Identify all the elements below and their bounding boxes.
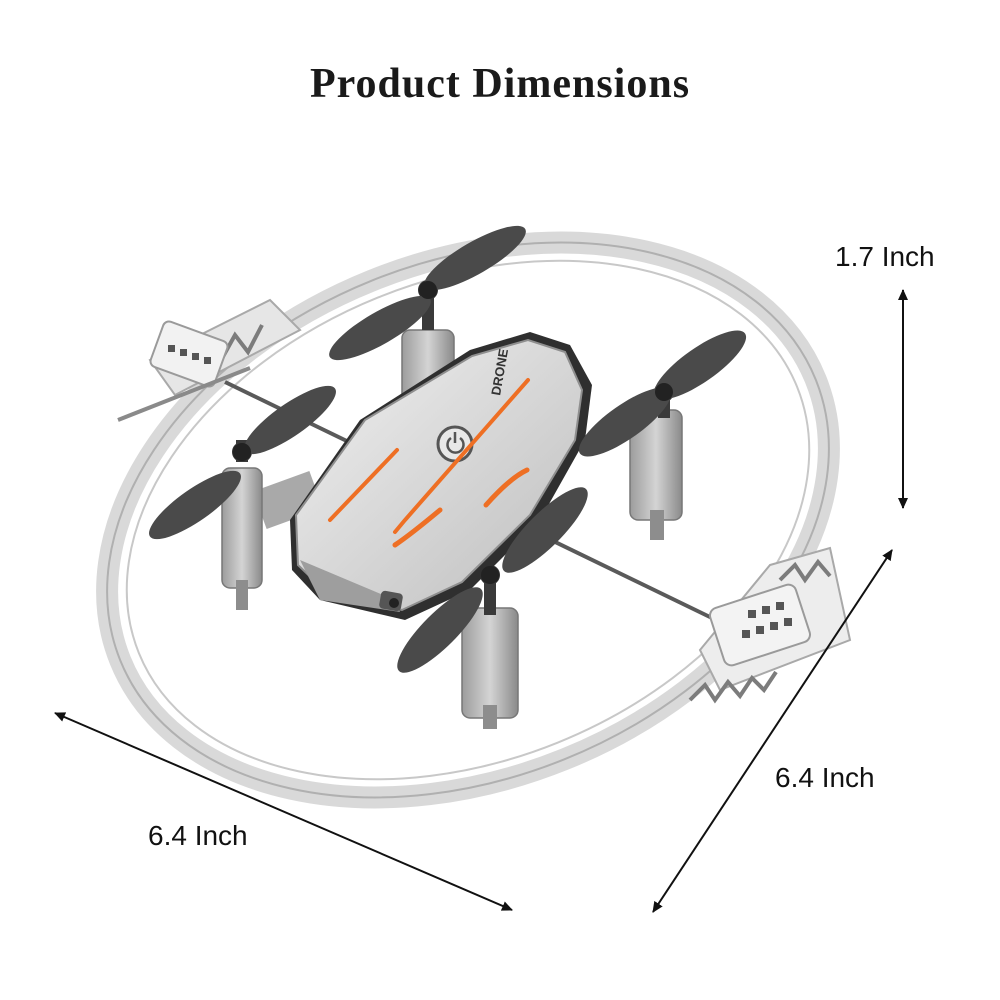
guard-lattice-right <box>688 546 852 704</box>
width-right-dimension-label: 6.4 Inch <box>775 762 875 793</box>
propeller-guard-ring <box>96 231 840 809</box>
width-right-dimension-arrow <box>652 549 893 913</box>
drone-body: DRONE <box>290 332 592 620</box>
guard-lattice-left <box>117 298 302 422</box>
propeller-back-left <box>149 385 336 540</box>
propeller-front-right <box>578 330 747 457</box>
width-left-dimension-label: 6.4 Inch <box>148 820 248 851</box>
height-dimension-label: 1.7 Inch <box>835 241 935 272</box>
page-title: Product Dimensions <box>309 61 691 107</box>
width-left-dimension-arrow <box>54 712 513 911</box>
propeller-back-right <box>329 225 526 361</box>
propeller-front-left <box>397 487 588 673</box>
